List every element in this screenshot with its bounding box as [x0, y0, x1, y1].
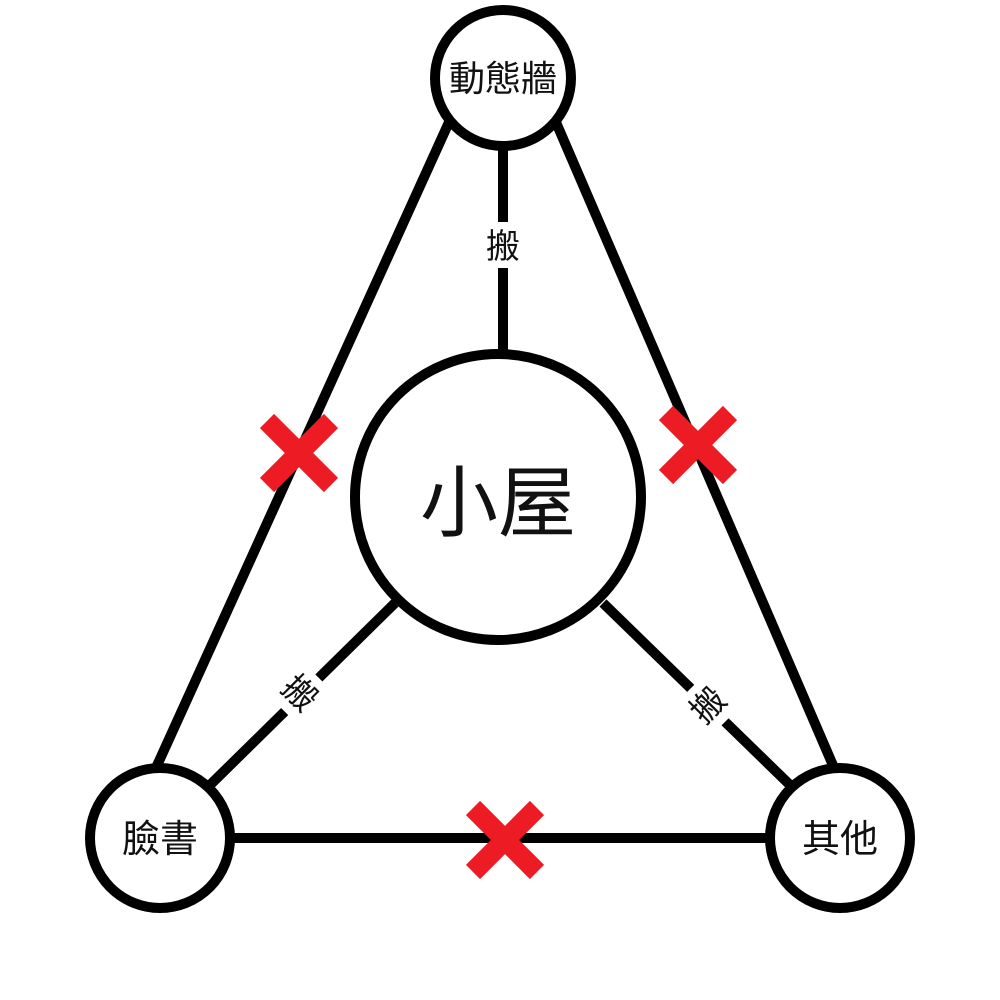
node-top: 動態牆	[430, 5, 576, 151]
edge-label-bg	[675, 672, 741, 738]
node-center-label: 小屋	[420, 459, 576, 549]
node-center: 小屋	[350, 349, 646, 645]
edge-label-bg	[480, 222, 526, 268]
node-bottom-right-label: 其他	[802, 817, 878, 861]
blocked-cross-icon	[465, 800, 545, 880]
blocked-cross-icon	[259, 413, 339, 493]
edge-label-top: 搬	[486, 227, 520, 267]
node-top-label: 動態牆	[449, 59, 557, 100]
edge-label-bg	[267, 660, 333, 726]
node-bottom-left-label: 臉書	[122, 817, 198, 861]
blocked-cross-icon	[658, 405, 738, 485]
node-bottom-right: 其他	[765, 763, 915, 913]
node-bottom-left: 臉書	[85, 763, 235, 913]
